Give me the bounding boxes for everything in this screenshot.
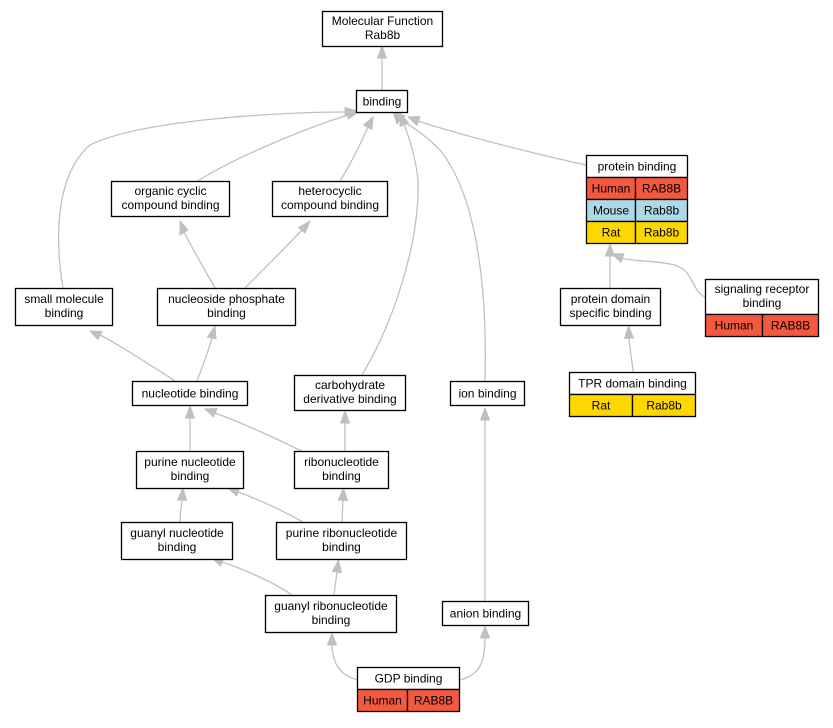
edge-gdp-to-guanyl-ribonucleotide [326, 631, 359, 681]
node-label-line2: binding [322, 540, 361, 554]
edge-guanyl-ribonucleotide-to-guanyl-nucleotide [210, 556, 293, 596]
node-label-line2: binding [312, 613, 351, 627]
node-label-line1: ion binding [458, 387, 516, 401]
node-label-line1: small molecule [24, 292, 104, 306]
node-signaling-receptor-binding[interactable]: signaling receptor binding Human RAB8B [704, 278, 820, 338]
species-cell: Human [363, 694, 402, 708]
edge-carbohydrate-derivative-to-binding [361, 112, 419, 376]
edge-anion-to-ion [479, 406, 491, 601]
edge-tpr-domain-to-protein-domain-specific [623, 324, 635, 373]
node-label-line1: purine nucleotide [144, 455, 236, 469]
node-label-line2: binding [171, 469, 210, 483]
node-nucleoside-phosphate-binding[interactable]: nucleoside phosphate binding [156, 287, 297, 327]
node-label-line2: binding [322, 469, 361, 483]
node-gdp-binding[interactable]: GDP binding Human RAB8B [356, 666, 461, 713]
node-carbohydrate-derivative-binding[interactable]: carbohydrate derivative binding [293, 374, 407, 412]
node-label-line1: nucleotide binding [142, 387, 239, 401]
node-binding[interactable]: binding [355, 89, 409, 114]
edge-purine-ribonucleotide-to-ribonucleotide [337, 486, 349, 523]
node-label-line1: guanyl nucleotide [130, 526, 224, 540]
annotation-row-mouse: Mouse Rab8b [585, 198, 689, 223]
node-label-line2: compound binding [281, 198, 379, 212]
node-tpr-domain-binding[interactable]: TPR domain binding Rat Rab8b [568, 371, 697, 418]
node-label-line1: purine ribonucleotide [286, 526, 398, 540]
annotation-row-human: Human RAB8B [356, 688, 461, 713]
edge-nucleotide-to-nucleoside-phosphate [196, 324, 217, 382]
node-label-line1: organic cyclic [134, 184, 206, 198]
node-label-line2: binding [207, 306, 246, 320]
annotation-row-human: Human RAB8B [704, 313, 820, 338]
gene-cell: Rab8b [644, 204, 680, 218]
node-label-line2: binding [45, 306, 84, 320]
node-label-line1: nucleoside phosphate [168, 292, 285, 306]
edge-purine-nucleotide-to-nucleotide [184, 404, 196, 451]
node-label-line1: ribonucleotide [304, 455, 379, 469]
edge-organic-cyclic-to-binding [197, 109, 360, 182]
edge-protein-binding-to-binding [406, 115, 587, 166]
node-ribonucleotide-binding[interactable]: ribonucleotide binding [293, 450, 390, 490]
species-cell: Rat [592, 399, 611, 413]
node-nucleotide-binding[interactable]: nucleotide binding [131, 380, 249, 407]
edge-ribonucleotide-to-carbohydrate-derivative [339, 409, 351, 451]
node-label-line2: specific binding [569, 306, 651, 320]
node-protein-domain-specific-binding[interactable]: protein domain specific binding [559, 287, 662, 327]
node-guanyl-nucleotide-binding[interactable]: guanyl nucleotide binding [120, 521, 234, 561]
node-label-line1: binding [363, 95, 402, 109]
edge-nucleoside-phosphate-to-organic-cyclic [179, 219, 216, 289]
edge-ion-to-binding [392, 111, 486, 382]
node-label-line2: derivative binding [303, 392, 396, 406]
species-cell: Human [715, 319, 754, 333]
node-molecular-function[interactable]: Molecular Function Rab8b [321, 10, 444, 48]
annotation-row-rat: Rat Rab8b [568, 393, 697, 418]
edge-purine-ribonucleotide-to-purine-nucleotide [226, 486, 304, 523]
gene-cell: RAB8B [642, 182, 681, 196]
node-label-line2: binding [743, 296, 782, 310]
node-label-line1: anion binding [450, 607, 521, 621]
edge-binding-to-molecular-function [376, 44, 388, 90]
species-cell: Rat [602, 226, 621, 240]
node-small-molecule-binding[interactable]: small molecule binding [14, 287, 114, 327]
node-ion-binding[interactable]: ion binding [449, 380, 526, 407]
node-label-line1: protein binding [598, 160, 677, 174]
edge-guanyl-nucleotide-to-purine-nucleotide [176, 486, 188, 523]
edge-guanyl-ribonucleotide-to-purine-ribonucleotide [331, 558, 343, 596]
node-label-line1: Molecular Function [332, 14, 433, 28]
edge-heterocyclic-to-binding [339, 115, 374, 182]
annotation-row-human: Human RAB8B [585, 176, 689, 201]
node-label-line2: Rab8b [365, 28, 401, 42]
edge-protein-domain-specific-to-protein-binding [604, 242, 616, 288]
node-anion-binding[interactable]: anion binding [441, 600, 530, 627]
node-label-line1: protein domain [571, 292, 650, 306]
species-cell: Mouse [593, 204, 629, 218]
node-label-line2: compound binding [121, 198, 219, 212]
node-purine-nucleotide-binding[interactable]: purine nucleotide binding [135, 450, 245, 490]
edge-gdp-to-anion [459, 624, 491, 681]
node-purine-ribonucleotide-binding[interactable]: purine ribonucleotide binding [275, 521, 408, 561]
node-label-line1: carbohydrate [315, 378, 385, 392]
edge-ribonucleotide-to-nucleotide [203, 407, 304, 453]
gene-cell: RAB8B [414, 694, 453, 708]
edge-nucleotide-to-small-molecule [88, 330, 176, 382]
node-organic-cyclic-compound-binding[interactable]: organic cyclic compound binding [110, 180, 231, 218]
node-label-line1: guanyl ribonucleotide [274, 599, 388, 613]
annotation-row-rat: Rat Rab8b [585, 220, 689, 245]
gene-cell: Rab8b [644, 226, 680, 240]
node-label-line1: GDP binding [375, 672, 443, 686]
edge-nucleoside-phosphate-to-heterocyclic [244, 219, 312, 289]
node-label-line1: heterocyclic [298, 184, 361, 198]
node-heterocyclic-compound-binding[interactable]: heterocyclic compound binding [271, 180, 389, 218]
edge-small-molecule-to-binding [58, 106, 359, 289]
node-protein-binding[interactable]: protein binding Human RAB8B Mouse Rab8b … [585, 154, 689, 245]
node-guanyl-ribonucleotide-binding[interactable]: guanyl ribonucleotide binding [264, 594, 398, 634]
node-label-line2: binding [158, 540, 197, 554]
gene-cell: Rab8b [646, 399, 682, 413]
gene-cell: RAB8B [771, 319, 810, 333]
node-label-line1: TPR domain binding [578, 377, 687, 391]
node-label-line1: signaling receptor [715, 282, 810, 296]
species-cell: Human [592, 182, 631, 196]
edge-signaling-receptor-to-protein-binding [610, 252, 706, 298]
